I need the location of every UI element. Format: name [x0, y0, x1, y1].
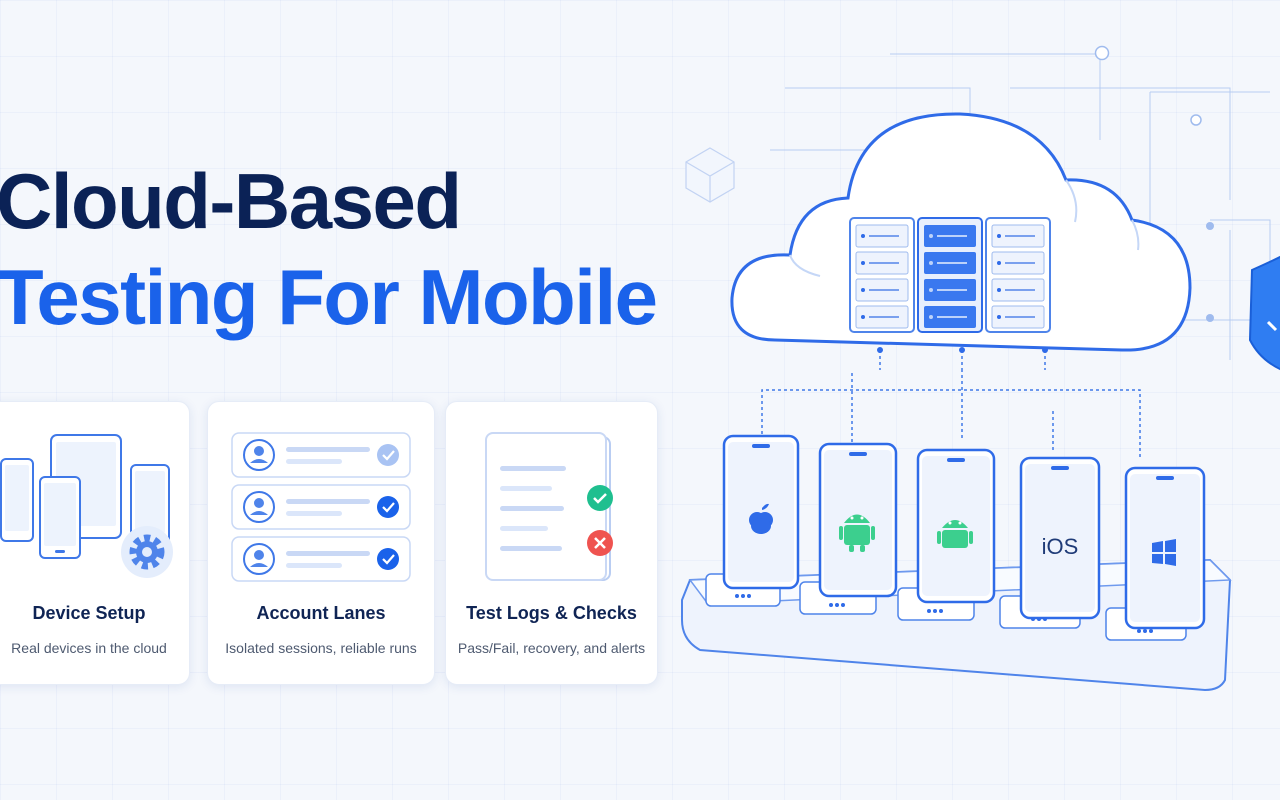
log-pass-fail-icon — [485, 432, 613, 581]
server-rack-icon — [917, 217, 983, 333]
account-list-icon — [231, 432, 411, 582]
account-row — [231, 484, 411, 530]
server-rack-icon — [849, 217, 915, 333]
server-rack-icon — [985, 217, 1051, 333]
account-row — [231, 536, 411, 582]
card-title: Account Lanes — [256, 603, 386, 623]
feature-card-device-setup[interactable]: Device Setup Real devices in the cloud — [0, 401, 190, 685]
phone-apple — [705, 434, 800, 607]
windows-icon — [1152, 539, 1176, 566]
card-subtitle: Real devices in the cloud — [11, 640, 167, 656]
shield-icon — [1248, 255, 1280, 371]
ios-label: iOS — [1042, 534, 1079, 559]
headline-line-1: Cloud-Based — [0, 157, 462, 245]
feature-card-account-lanes[interactable]: Account Lanes Isolated sessions, reliabl… — [207, 401, 435, 685]
account-row — [231, 432, 411, 478]
headline-line-2: Testing For Mobile — [0, 253, 658, 341]
cloud-connectors — [761, 350, 1141, 458]
card-title: Test Logs & Checks — [466, 603, 637, 623]
phone-android-1 — [799, 442, 898, 615]
feature-card-test-logs[interactable]: Test Logs & Checks Pass/Fail, recovery, … — [445, 401, 658, 685]
android-icon — [839, 514, 875, 552]
android-icon — [937, 520, 973, 548]
phone-windows — [1105, 466, 1206, 641]
card-title: Device Setup — [32, 603, 146, 623]
phone-ios — [999, 456, 1101, 629]
phone-android-2 — [897, 448, 996, 621]
apple-icon — [749, 503, 773, 534]
card-subtitle: Isolated sessions, reliable runs — [225, 640, 417, 656]
card-subtitle: Pass/Fail, recovery, and alerts — [457, 640, 646, 656]
pass-icon — [587, 485, 613, 511]
cloud-device-illustration: iOS — [681, 45, 1280, 692]
devices-gear-icon — [0, 434, 173, 578]
